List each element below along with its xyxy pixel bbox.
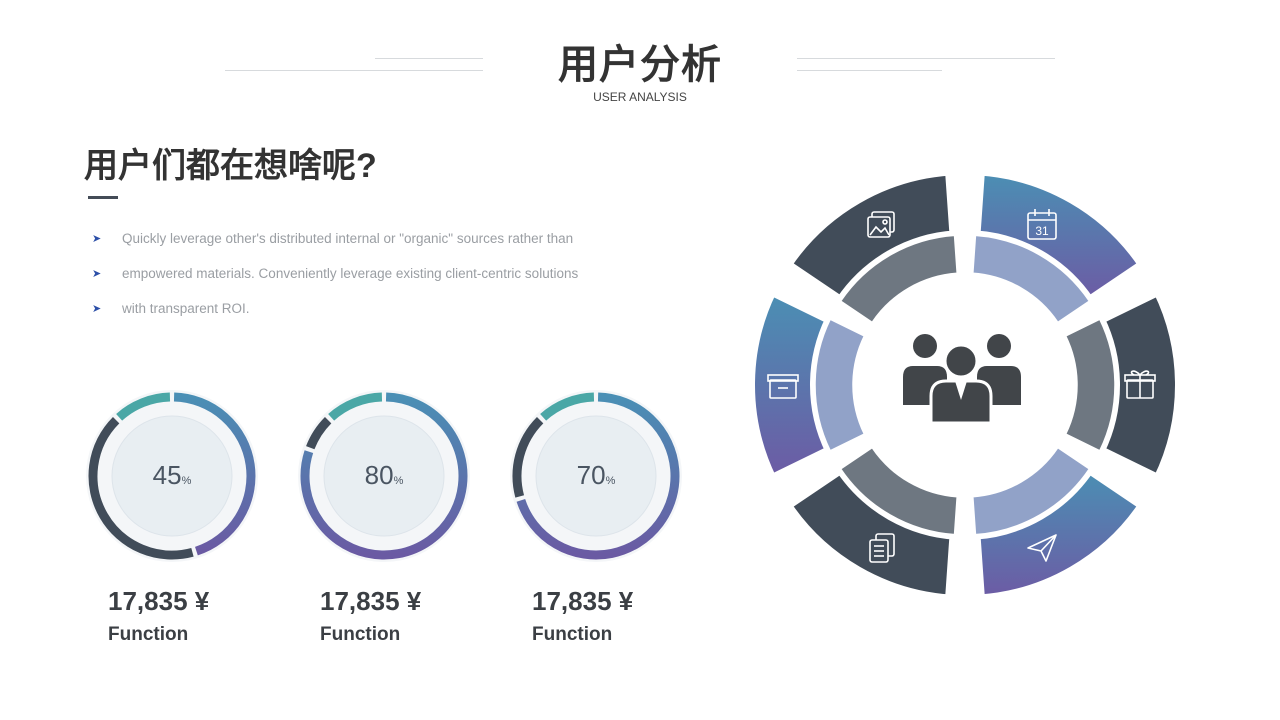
section-accent-bar	[88, 196, 118, 199]
ring-amount: 17,835 ¥	[320, 586, 422, 616]
bullet-arrow-icon: ➤	[92, 268, 102, 280]
page-subtitle: USER ANALYSIS	[593, 90, 687, 104]
ring-percent: 45%	[86, 460, 258, 491]
box-icon	[767, 374, 799, 399]
ring-progress-arc	[300, 392, 468, 560]
calendar-icon: 31	[1027, 209, 1057, 240]
ring-amount: 17,835 ¥	[532, 586, 634, 616]
ring-amount: 17,835 ¥	[108, 586, 210, 616]
bullet-arrow-icon: ➤	[92, 233, 102, 245]
wheel-segment-bottom-right-inner-band	[972, 446, 1091, 536]
section-title: 用户们都在想啥呢?	[84, 147, 377, 185]
gift-icon	[1124, 370, 1156, 399]
bullet-text: empowered materials. Conveniently levera…	[122, 266, 579, 281]
wheel-segment-left-inner-band	[814, 318, 866, 452]
ring-progress-arc	[173, 392, 256, 556]
ring-percent-value: 45	[152, 460, 182, 490]
ring-percent-unit: %	[181, 475, 192, 487]
ring-percent: 80%	[298, 460, 470, 491]
ring-track-arc	[306, 416, 332, 450]
ring-track-arc	[88, 416, 194, 560]
wheel-segment-right-inner-band	[1064, 318, 1116, 452]
wheel-segment-top-right-inner-band	[972, 234, 1091, 324]
ring-accent-arc	[328, 392, 383, 421]
ring-label: Function	[320, 624, 401, 645]
ring-percent: 70%	[510, 460, 682, 491]
ring-inner-disc	[323, 415, 445, 537]
paper-plane-icon	[1027, 534, 1057, 562]
image-icon	[867, 211, 895, 238]
bullet-list: ➤ Quickly leverage other's distributed in…	[92, 228, 582, 333]
calendar-day: 31	[1035, 224, 1049, 238]
ring-stat-card: 80% 17,835 ¥ Function	[298, 390, 478, 650]
ring-stat-card: 45% 17,835 ¥ Function	[86, 390, 266, 650]
wheel-segment-top-left-inner-band	[839, 234, 958, 324]
ring-percent-value: 80	[364, 460, 394, 490]
ring-inner-disc	[111, 415, 233, 537]
page-header: 用户分析 USER ANALYSIS	[0, 0, 1280, 120]
ring-percent-unit: %	[393, 475, 404, 487]
ring-label: Function	[532, 624, 613, 645]
ring-chart	[298, 390, 470, 562]
ring-chart	[86, 390, 258, 562]
ring-chart	[510, 390, 682, 562]
ring-inner-disc	[535, 415, 657, 537]
bullet-arrow-icon: ➤	[92, 303, 102, 315]
user-group-icon	[903, 334, 1021, 425]
document-icon	[869, 533, 895, 563]
bullet-item: ➤ with transparent ROI.	[92, 298, 582, 320]
wheel-diagram: 31	[745, 165, 1185, 605]
bullet-text: Quickly leverage other's distributed int…	[122, 231, 574, 246]
header-line-right-short	[797, 70, 942, 71]
ring-track-arc	[512, 416, 544, 498]
header-line-left-long	[225, 70, 483, 71]
bullet-item: ➤ empowered materials. Conveniently lever…	[92, 263, 582, 285]
page-title: 用户分析	[558, 43, 722, 87]
ring-accent-arc	[540, 392, 595, 421]
ring-stats: 45% 17,835 ¥ Function 80% 17,835 ¥ Funct…	[86, 390, 686, 660]
bullet-text: with transparent ROI.	[122, 301, 250, 316]
ring-label: Function	[108, 624, 189, 645]
ring-accent-arc	[116, 392, 171, 421]
ring-progress-arc	[516, 392, 680, 560]
ring-percent-unit: %	[605, 475, 616, 487]
ring-percent-value: 70	[576, 460, 606, 490]
header-line-left-short	[375, 58, 483, 59]
bullet-item: ➤ Quickly leverage other's distributed in…	[92, 228, 582, 250]
header-line-right-long	[797, 58, 1055, 59]
wheel-segment-bottom-left-inner-band	[839, 446, 958, 536]
ring-stat-card: 70% 17,835 ¥ Function	[510, 390, 690, 650]
